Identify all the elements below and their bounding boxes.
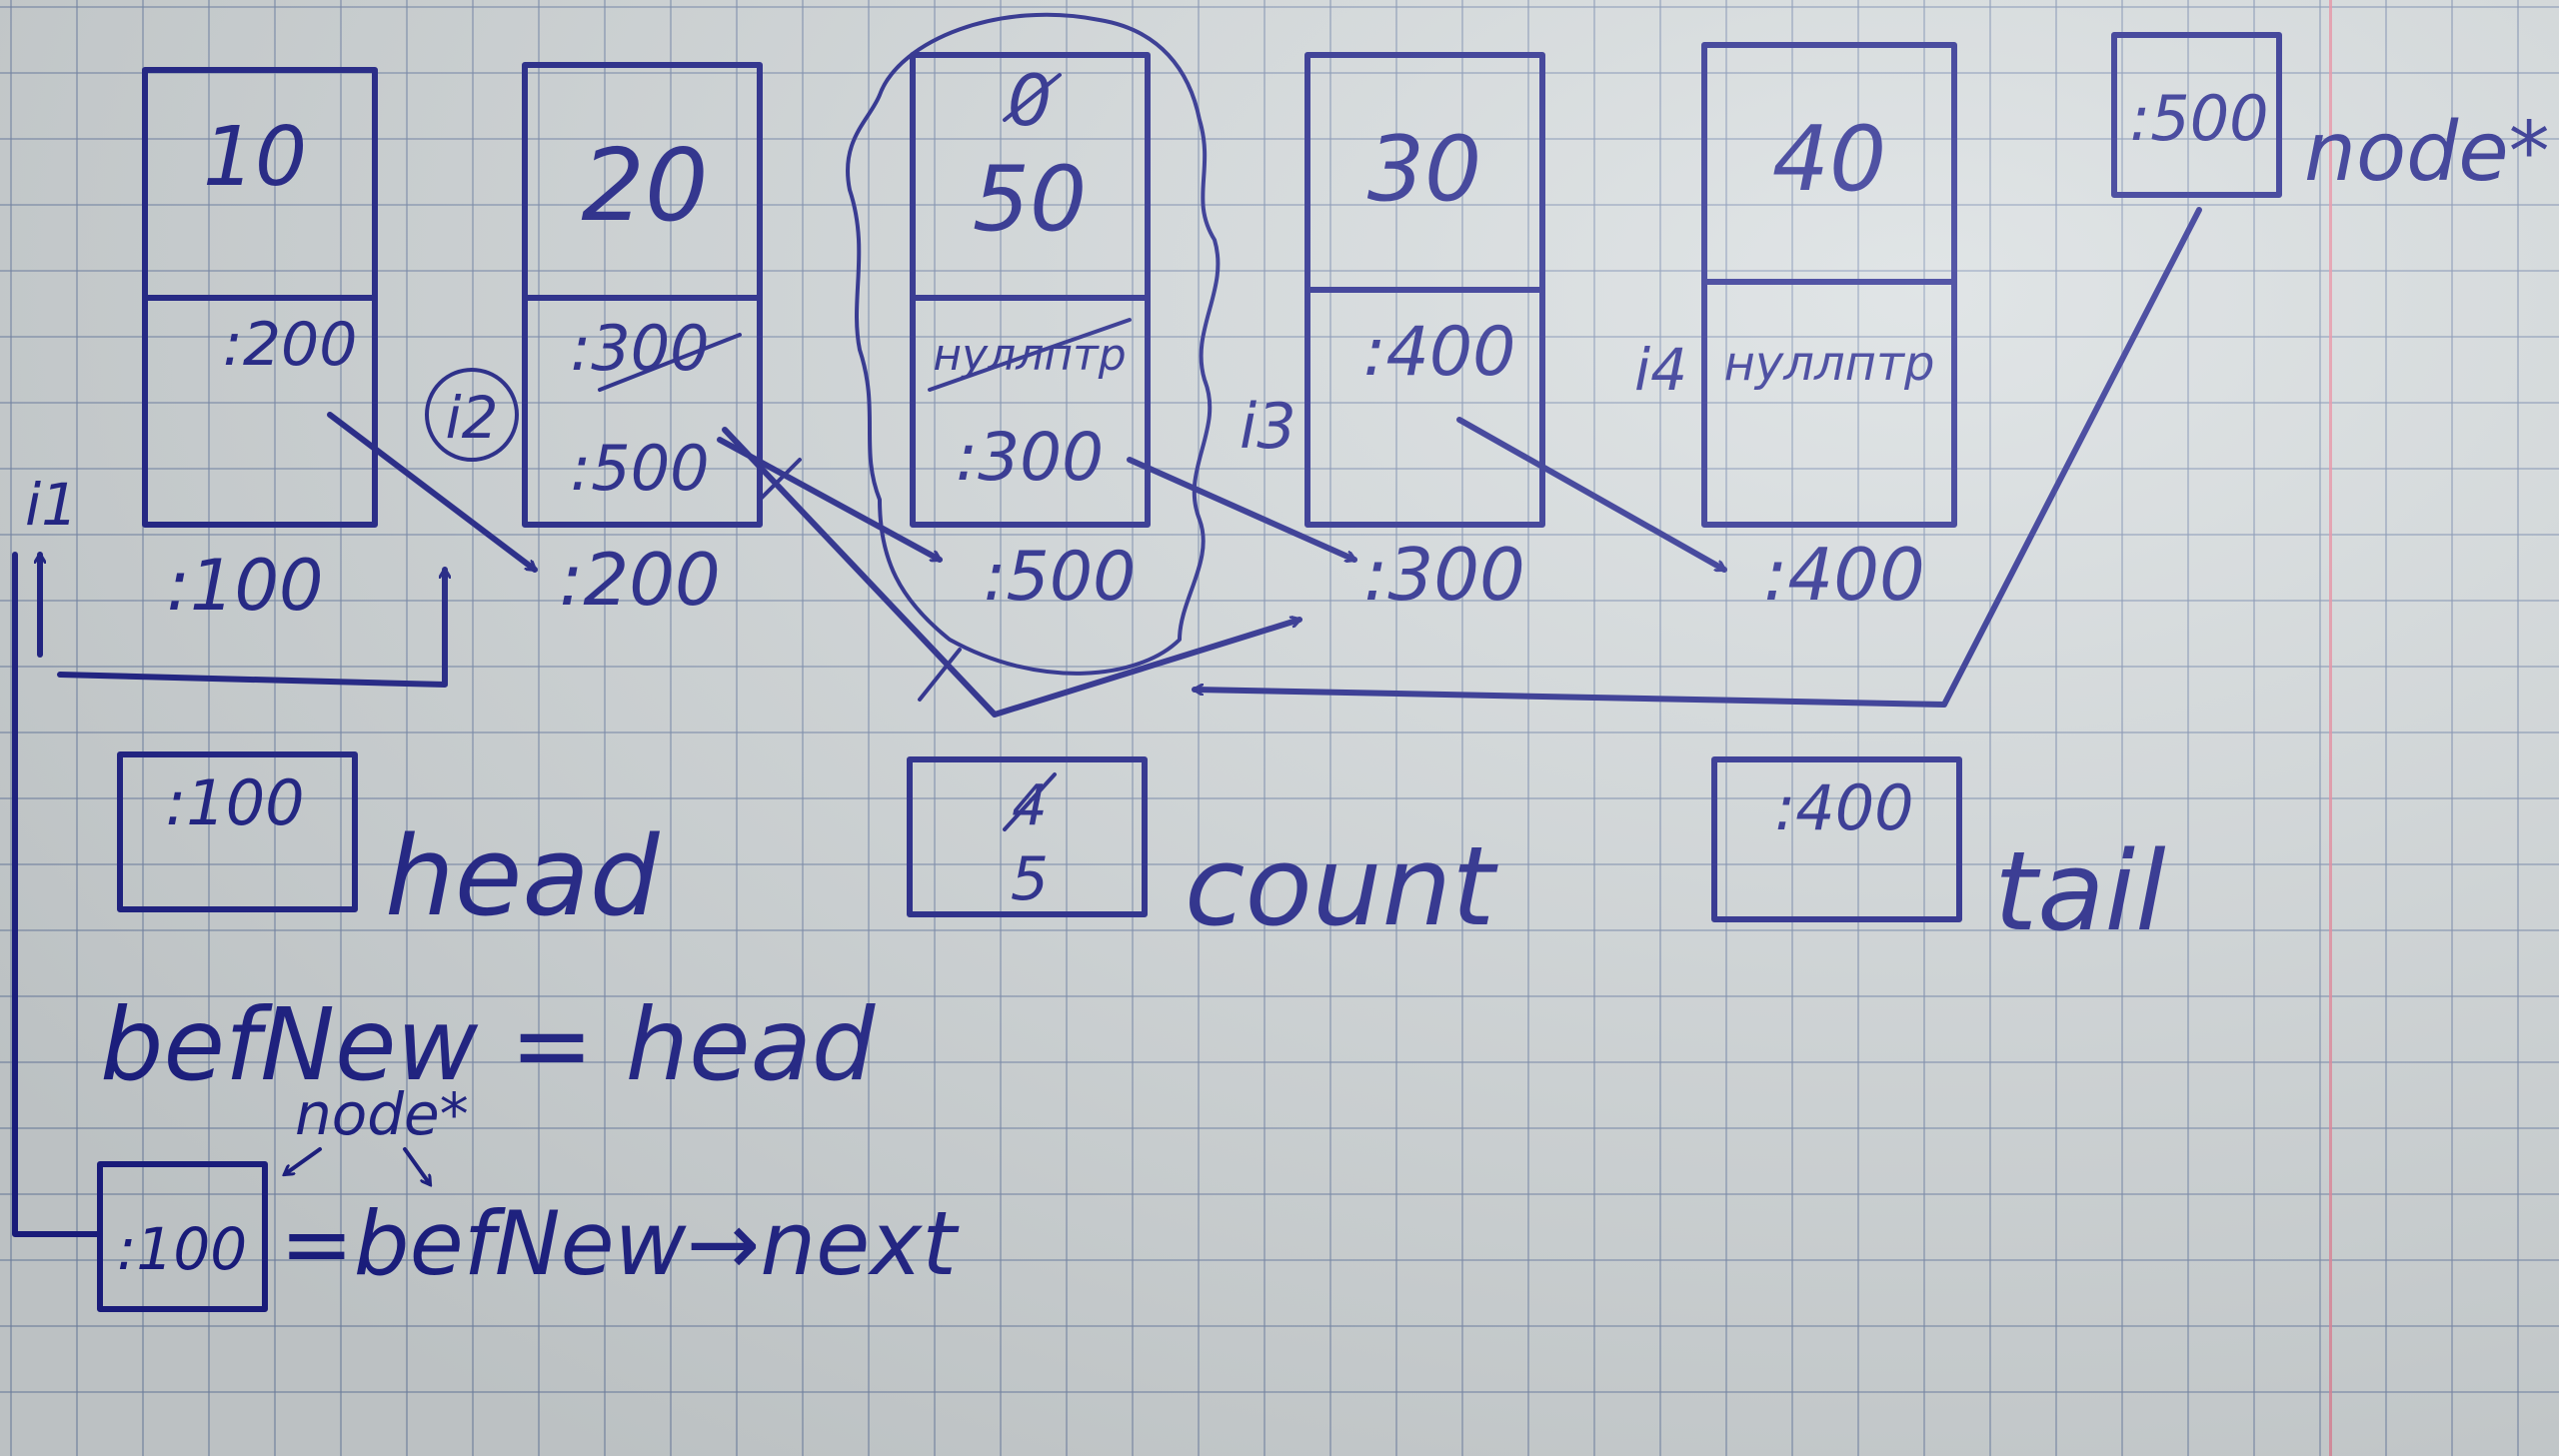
new-node-type-label: node* [2304,105,2550,200]
arrow-node3-to-node4 [1127,457,1354,560]
node-4-address: :300 [1363,533,1525,617]
node-3-next-strike [928,318,1132,392]
head-box [117,751,358,912]
node-1-address: :100 [166,545,323,627]
head-label: head [385,812,661,940]
tail-variable: :400 tail [1711,756,2166,955]
arrow-old-cross-2 [918,648,962,702]
count-box [907,756,1148,917]
count-label: count [1185,822,1498,950]
node-2: 20 :300 :500 :200 [522,62,763,622]
code-type-arrow-right [403,1147,430,1184]
count-variable: 4 5 count [907,756,1498,950]
node-2-address: :200 [559,538,721,622]
node-1-next: :200 [223,310,358,380]
arrow-node4-to-node5 [1456,417,1724,573]
code-line-2: =befNew→next [280,1192,960,1295]
node-4-next: :400 [1363,313,1516,392]
node-2-next: :500 [570,432,709,505]
tail-box [1711,756,1962,922]
node-2-strike [598,333,742,392]
count-value: 5 [1011,844,1049,914]
head-value: :100 [165,766,304,839]
node-3: 0 50 нуллптр :300 :500 [846,12,1221,676]
code-type-arrow-left [285,1147,322,1174]
new-node-pointer: :500 node* [2111,32,2550,200]
iterator-i2: i2 [445,384,498,452]
tail-label: tail [1994,827,2166,955]
count-value-old: 4 [1012,773,1048,838]
node-3-box [910,52,1151,528]
node-5-next: нуллптр [1724,336,1935,392]
count-strike [1003,772,1057,831]
head-variable: :100 head [117,751,661,940]
iterator-i2-circle [425,368,519,462]
iterator-i4: i4 [1634,336,1687,404]
node-3-value-strike [1003,73,1062,122]
arrow-old-cross-1 [758,458,802,502]
margin-line [2329,0,2332,1456]
tail-value: :400 [1774,771,1913,844]
arrow-i1-to-i2 [57,567,445,688]
node-2-value: 20 [581,127,708,244]
node-4: 30 :400 :300 [1304,52,1545,617]
node-5: 40 нуллптр :400 [1701,42,1957,617]
new-node-value: :500 [2129,82,2268,155]
code-box-connector [12,552,103,1237]
node-4-value: 30 [1367,117,1482,222]
arrow-node1-to-node2 [327,412,535,573]
iterator-i3: i3 [1240,390,1296,463]
node-5-address: :400 [1763,533,1925,617]
node-1-value: 10 [203,110,307,205]
node-5-value: 40 [1772,107,1887,212]
code-box-value: :100 [117,1215,247,1283]
code-type-label: node* [295,1080,469,1148]
node-3-next: :300 [956,419,1104,496]
code-line-1: befNew = head [100,986,876,1103]
iterator-i1: i1 [25,471,78,539]
node-3-scribble-circle [846,12,1221,676]
arrow-new-node-to-node3 [1195,207,2202,708]
arrow-node2-old-to-node4 [722,427,1299,718]
node-3-value: 50 [973,147,1088,252]
new-node-box [2111,32,2282,198]
node-1: 10 :200 :100 [142,67,378,627]
node-3-address: :500 [984,538,1137,617]
